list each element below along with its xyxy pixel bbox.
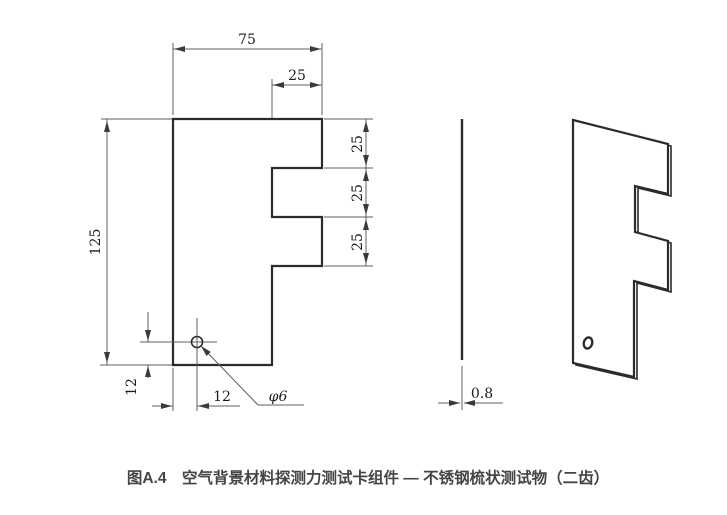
dimension-arrows xyxy=(104,46,369,409)
isometric-view xyxy=(571,118,672,381)
isometric-front-face xyxy=(571,118,670,379)
dim-notch-height: 25 xyxy=(350,184,366,202)
hole-leader xyxy=(200,345,304,406)
dim-thickness: 0.8 xyxy=(471,386,493,402)
front-view-hole xyxy=(140,318,217,411)
dim-hole-offset-vertical: 12 xyxy=(124,378,140,396)
dim-total-width: 75 xyxy=(238,32,256,48)
dim-tooth-top-height: 25 xyxy=(350,135,366,153)
dim-hole-offset-horizontal: 12 xyxy=(213,389,231,405)
isometric-back-face xyxy=(575,120,672,381)
front-view-outline xyxy=(171,117,324,367)
figure-caption: 图A.4 空气背景材料探测力测试卡组件 — 不锈钢梳状测试物（二齿） xyxy=(127,468,609,487)
front-view: 75 25 125 25 25 25 12 12 φ6 xyxy=(88,32,373,411)
dim-tooth-mid-height: 25 xyxy=(350,233,366,251)
dim-tooth-width: 25 xyxy=(288,68,306,84)
dim-hole-diameter: φ6 xyxy=(269,389,288,405)
isometric-hole xyxy=(582,336,594,350)
dim-total-height: 125 xyxy=(88,229,104,256)
side-view: 0.8 xyxy=(438,119,503,410)
